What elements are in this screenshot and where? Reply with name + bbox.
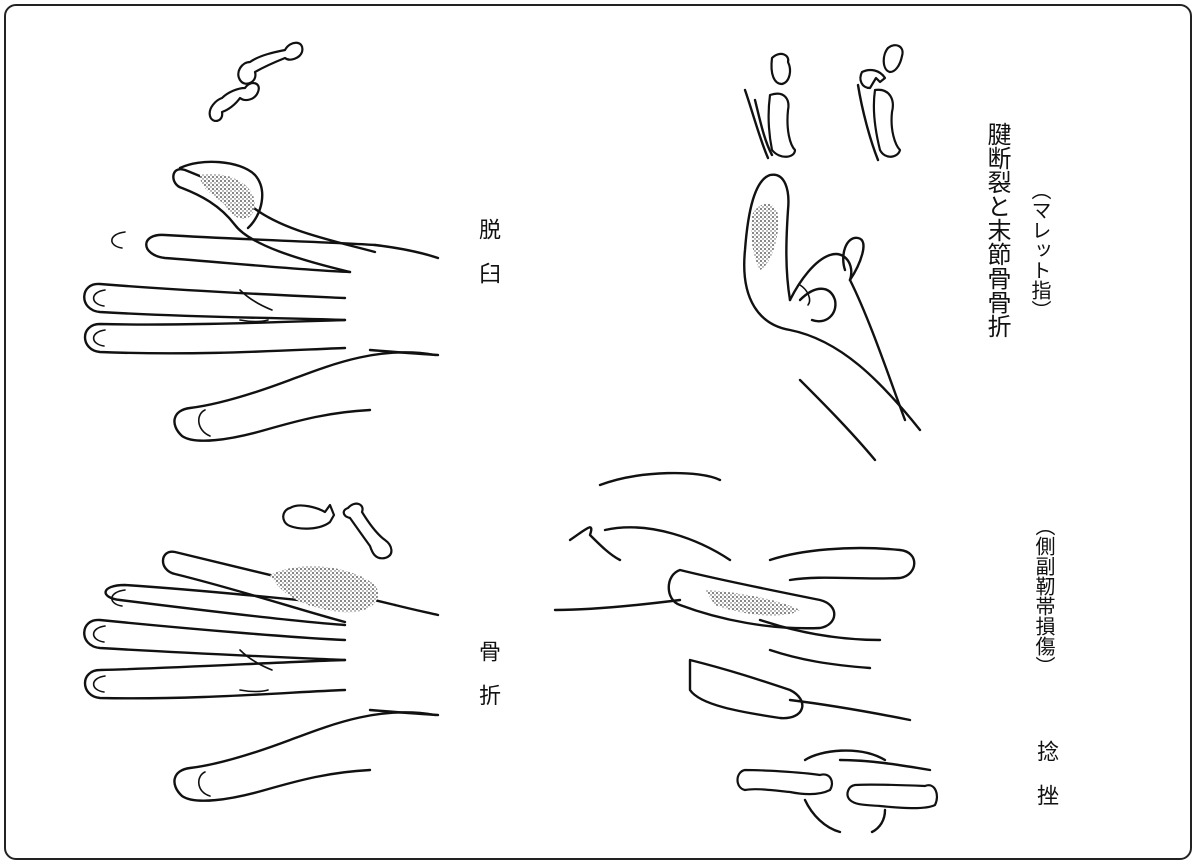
mallet-finger-hand: [744, 175, 920, 460]
sprain-hand: [555, 473, 930, 770]
label-tendon: 腱断裂と末節骨骨折: [985, 122, 1009, 338]
label-sprain: 捻 挫: [1034, 740, 1056, 806]
fracture-bones: [283, 504, 391, 559]
label-tendon-sub: （マレット指）: [1030, 180, 1050, 320]
sprain-joint-detail: [738, 751, 937, 832]
mallet-bones: [745, 45, 903, 160]
label-fracture: 骨 折: [476, 640, 498, 706]
fracture-hand: [84, 552, 438, 801]
label-dislocation: 脱 臼: [476, 218, 498, 284]
dislocation-hand: [84, 162, 438, 441]
label-sprain-sub: （側副靭帯損傷）: [1034, 516, 1054, 676]
dislocation-bones: [210, 43, 303, 121]
